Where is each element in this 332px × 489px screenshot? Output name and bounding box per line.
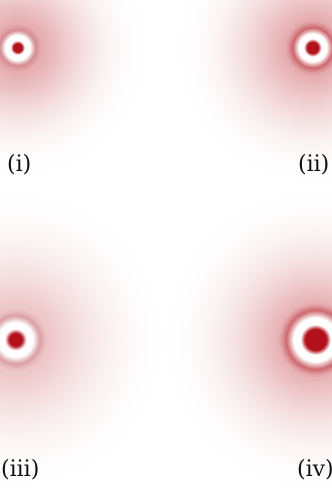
ring-panel-ii	[168, 0, 332, 193]
bright-ring	[0, 308, 48, 372]
bright-ring	[278, 302, 332, 378]
panel-label-iii: (iii)	[1, 457, 40, 482]
bright-ring	[285, 20, 332, 76]
ring-panel-iv	[156, 180, 332, 489]
ring-panel-iii	[0, 182, 174, 489]
panel-label-iv: (iv)	[297, 457, 332, 482]
panel-label-i: (i)	[7, 152, 32, 177]
ring-halo	[156, 180, 332, 489]
bright-ring	[0, 24, 42, 72]
ring-panel-i	[0, 0, 158, 188]
panel-label-ii: (ii)	[298, 152, 330, 177]
ring-halo	[0, 182, 174, 489]
